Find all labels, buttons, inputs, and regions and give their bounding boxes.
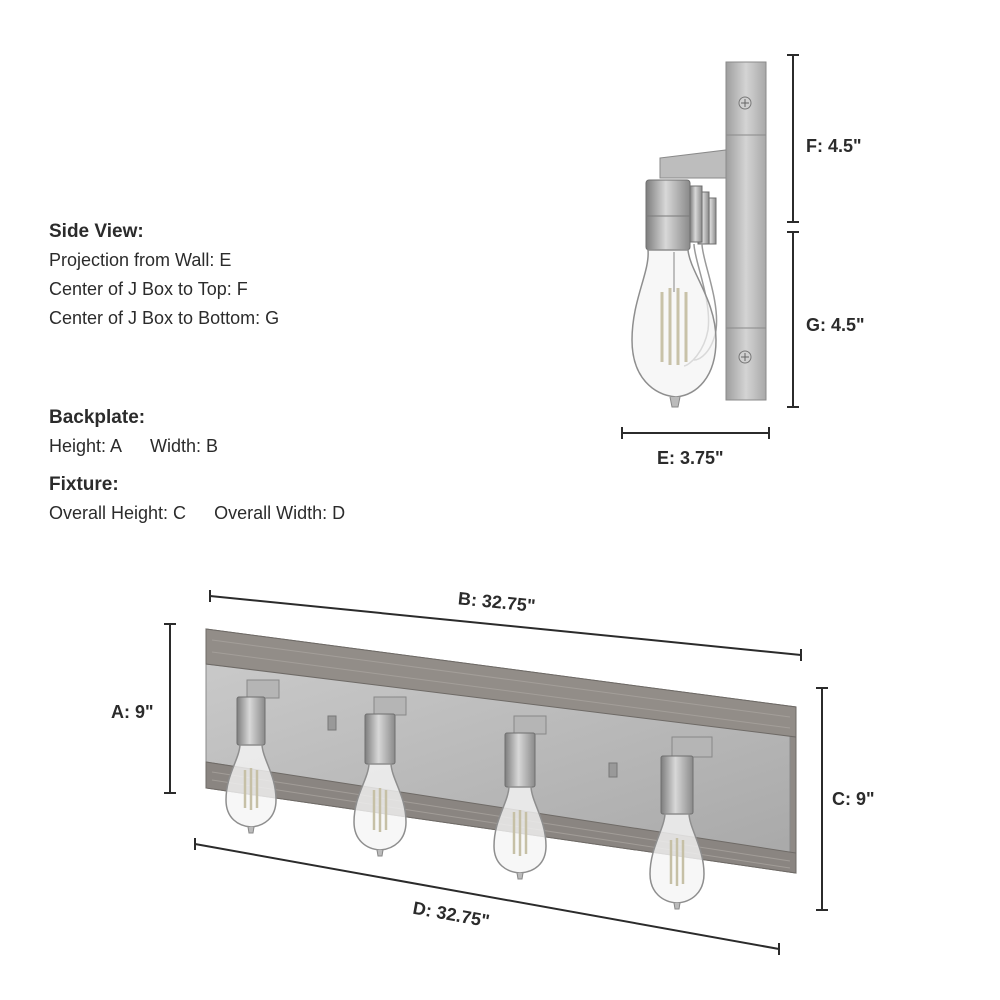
screw-icon (738, 350, 752, 364)
lamp-2 (353, 696, 407, 857)
legend-line-jbox-bottom: Center of J Box to Bottom: G (49, 308, 280, 328)
lamp-4 (649, 736, 713, 910)
dim-label-a: A: 9" (111, 702, 154, 722)
dim-line-b (209, 595, 802, 656)
backplate-width: Width: B (150, 436, 219, 456)
fixture-title: Fixture: (49, 474, 119, 495)
side-view-legend: Side View: Projection from Wall: E Cente… (49, 218, 279, 333)
dim-label-e: E: 3.75" (657, 448, 724, 468)
side-bulb-front (631, 249, 717, 398)
dim-line-d (194, 843, 780, 950)
side-view-drawing (631, 61, 767, 408)
side-dimension-lines (621, 54, 799, 439)
lamp-3 (493, 715, 547, 880)
front-dimension-lines (164, 590, 828, 955)
side-socket-back (689, 185, 703, 243)
dim-label-g: G: 4.5" (806, 315, 865, 335)
fixture-legend: Fixture: Overall Height: C Overall Width:… (49, 471, 345, 528)
backplate-legend: Backplate: Height: A Width: B (49, 404, 218, 461)
dim-label-f: F: 4.5" (806, 136, 862, 156)
backplate-dims: Height: A Width: B (49, 432, 218, 461)
dim-label-c: C: 9" (832, 789, 875, 809)
side-bulb-tip (669, 396, 681, 408)
fixture-width: Overall Width: D (214, 503, 346, 523)
legend-line-jbox-top: Center of J Box to Top: F (49, 279, 248, 299)
side-backplate (725, 61, 767, 401)
fixture-dims: Overall Height: C Overall Width: D (49, 499, 345, 528)
mount-screw (327, 715, 337, 731)
screw-icon (738, 96, 752, 110)
backplate-title: Backplate: (49, 407, 146, 428)
lamp-1 (225, 679, 280, 834)
backplate-height: Height: A (49, 436, 123, 456)
side-view-title: Side View: (49, 221, 144, 242)
dim-label-d: D: 32.75" (411, 898, 491, 931)
legend-line-projection: Projection from Wall: E (49, 250, 232, 270)
mount-screw (608, 762, 618, 778)
side-arm (659, 149, 727, 179)
side-socket-front (645, 179, 691, 251)
fixture-height: Overall Height: C (49, 503, 187, 523)
wood-bar-top (205, 628, 797, 738)
front-view-drawing (205, 628, 797, 910)
side-bulb-filaments (660, 288, 688, 365)
dim-label-b: B: 32.75" (457, 588, 536, 616)
